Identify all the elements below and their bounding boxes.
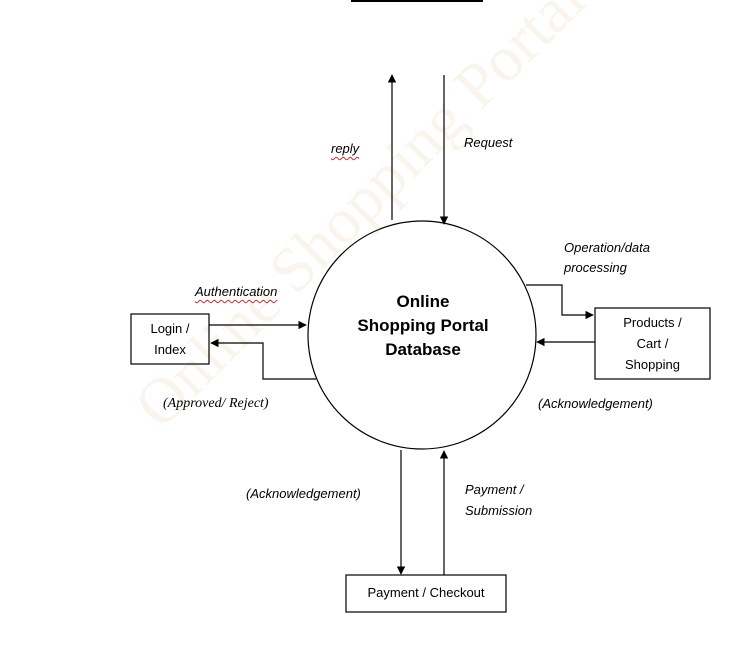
payment-box-text: Payment / Checkout xyxy=(367,585,485,600)
products-box-line1: Products / xyxy=(623,315,682,330)
products-box xyxy=(594,307,711,380)
database-label: Online Shopping Portal Database xyxy=(333,290,513,362)
login-box-line1: Login / xyxy=(150,321,190,336)
database-label-line2: Shopping Portal xyxy=(357,316,489,335)
database-circle xyxy=(307,220,537,450)
login-box xyxy=(130,313,210,365)
products-box-label: Products / Cart / Shopping xyxy=(595,312,710,375)
login-box-label: Login / Index xyxy=(131,318,209,360)
payment-submission-label-line1: Payment / xyxy=(465,482,524,497)
database-label-line3: Database xyxy=(385,340,461,359)
payment-submission-label-line2: Submission xyxy=(465,503,533,518)
operation-arrow xyxy=(526,284,594,320)
products-box-line2: Cart / xyxy=(636,336,669,351)
database-label-line1: Online xyxy=(396,292,450,311)
approved-reject-label: (Approved/ Reject) xyxy=(163,396,269,411)
payment-box-label: Payment / Checkout xyxy=(346,582,506,603)
operation-label-line2: processing xyxy=(564,260,627,275)
reply-label: reply xyxy=(331,141,360,156)
operation-label-line1: Operation/data xyxy=(564,240,651,255)
products-box-line3: Shopping xyxy=(625,357,680,372)
login-box-line2: Index xyxy=(154,342,186,357)
acknowledgement-right-label: (Acknowledgement) xyxy=(538,396,653,411)
payment-box xyxy=(345,574,507,613)
authentication-label: Authentication xyxy=(195,284,278,299)
approved-reject-arrow xyxy=(210,338,316,380)
request-label: Request xyxy=(464,135,513,150)
acknowledgement-bottom-label: (Acknowledgement) xyxy=(246,486,361,501)
